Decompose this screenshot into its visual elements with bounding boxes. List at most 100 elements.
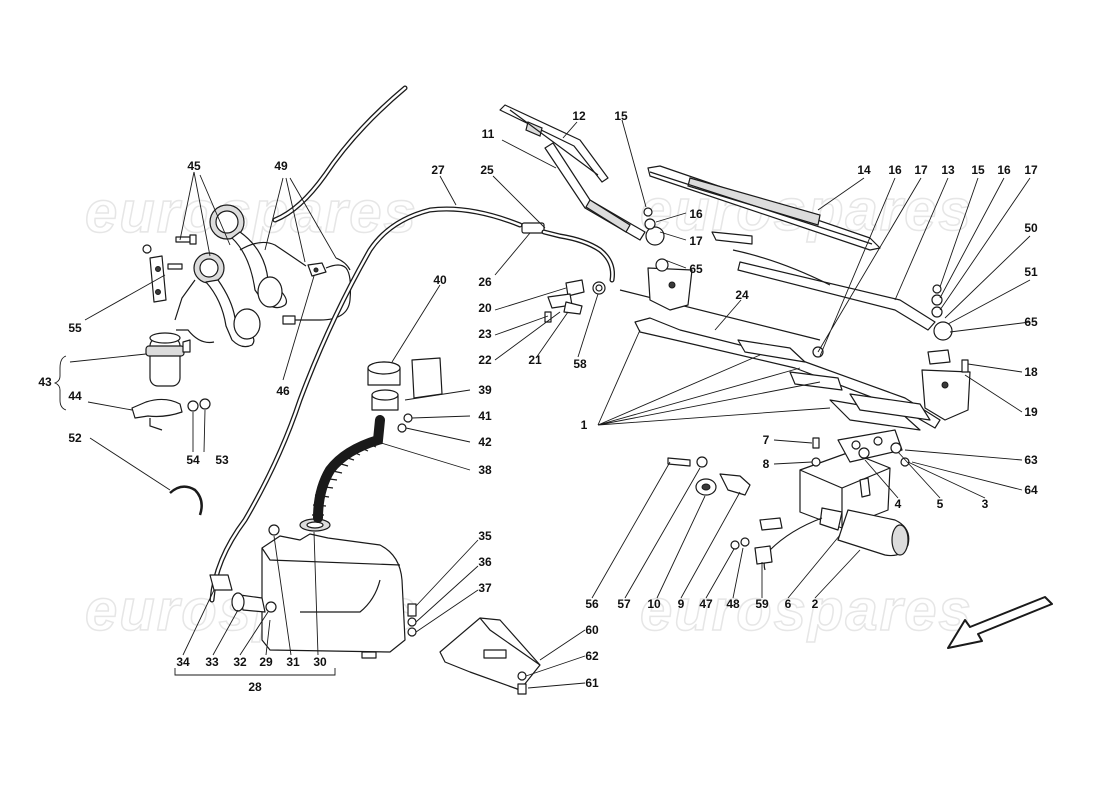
grommet-32 — [265, 601, 277, 613]
label-15-left: 15 — [614, 109, 628, 123]
label-13: 13 — [941, 163, 955, 177]
screw-61 — [517, 683, 527, 695]
screw-45a — [175, 236, 191, 243]
label-46: 46 — [276, 384, 290, 398]
horn-lower — [193, 252, 261, 348]
label-37: 37 — [478, 581, 492, 595]
bolt-56 — [667, 457, 691, 467]
label-51: 51 — [1024, 265, 1038, 279]
label-31: 31 — [286, 655, 300, 669]
washer-41 — [403, 413, 413, 423]
label-64: 64 — [1024, 483, 1038, 497]
connector-59 — [754, 545, 773, 565]
label-32: 32 — [233, 655, 247, 669]
bracket-39 — [411, 357, 443, 399]
leader-lines — [69, 119, 1031, 689]
pivot-left — [643, 207, 693, 311]
label-11: 11 — [482, 127, 495, 141]
label-17-mid: 17 — [914, 163, 928, 177]
label-56: 56 — [585, 597, 599, 611]
washer-16b — [931, 294, 943, 306]
label-28: 28 — [248, 680, 262, 694]
label-3: 3 — [982, 497, 989, 511]
washer-pump-43 — [145, 332, 191, 387]
connector-21 — [563, 301, 583, 315]
label-30: 30 — [313, 655, 327, 669]
label-65-right: 65 — [1024, 315, 1038, 329]
label-61: 61 — [585, 676, 599, 690]
label-57: 57 — [617, 597, 631, 611]
label-8: 8 — [763, 457, 770, 471]
pump-34 — [209, 574, 233, 591]
washer-8 — [811, 457, 821, 467]
label-40: 40 — [433, 273, 447, 287]
screw-45b — [167, 263, 183, 270]
hose-27 — [209, 85, 615, 603]
label-55: 55 — [68, 321, 82, 335]
brace-43 — [53, 355, 67, 411]
wiper-arm-13 — [711, 231, 953, 341]
label-9: 9 — [678, 597, 685, 611]
label-19: 19 — [1024, 405, 1038, 419]
label-38: 38 — [478, 463, 492, 477]
wiper-blade-12 — [499, 104, 609, 183]
watermark-top-left: eurospares — [85, 180, 418, 245]
label-12: 12 — [572, 109, 586, 123]
label-65-left: 65 — [689, 262, 703, 276]
label-20: 20 — [478, 301, 492, 315]
nozzle-20 — [565, 279, 585, 297]
label-22: 22 — [478, 353, 492, 367]
label-10: 10 — [647, 597, 661, 611]
pivot-right — [812, 284, 971, 421]
label-1: 1 — [581, 418, 588, 432]
linkage-24 — [619, 289, 941, 431]
wiper-blade-14 — [647, 165, 881, 251]
front-arrow — [947, 596, 1053, 649]
nut-48 — [740, 537, 750, 547]
label-54: 54 — [186, 453, 200, 467]
clip-52 — [169, 485, 203, 516]
label-21: 21 — [528, 353, 542, 367]
link-plate-a — [737, 339, 806, 363]
motor-bracket-4 — [837, 429, 903, 463]
label-34: 34 — [176, 655, 190, 669]
watermark-bottom-right: eurospares — [640, 578, 973, 643]
label-16-right: 16 — [997, 163, 1011, 177]
label-49: 49 — [274, 159, 288, 173]
label-50: 50 — [1024, 221, 1038, 235]
nut-37 — [407, 627, 417, 637]
washer-53 — [199, 398, 211, 410]
washer-16 — [644, 218, 656, 230]
connector-26 — [521, 222, 545, 234]
horn-upper — [209, 204, 288, 309]
label-15-right: 15 — [971, 163, 985, 177]
label-43: 43 — [38, 375, 52, 389]
wiper-arm-11 — [544, 142, 665, 246]
label-17-left: 17 — [689, 234, 703, 248]
nut-15 — [643, 207, 653, 217]
wiper-motor — [667, 429, 910, 571]
nut-31 — [268, 524, 280, 536]
washer-36 — [407, 617, 417, 627]
label-7: 7 — [763, 433, 770, 447]
label-41: 41 — [478, 409, 492, 423]
label-58: 58 — [573, 357, 587, 371]
bracket-60 — [439, 617, 541, 695]
washer-62 — [517, 671, 527, 681]
bolt-18 — [961, 359, 969, 373]
horn-assembly — [142, 204, 352, 348]
label-59: 59 — [755, 597, 769, 611]
label-29: 29 — [259, 655, 273, 669]
label-47: 47 — [699, 597, 713, 611]
reservoir — [209, 357, 443, 659]
label-16-mid: 16 — [888, 163, 902, 177]
label-18: 18 — [1024, 365, 1038, 379]
washer-57 — [696, 456, 708, 468]
label-4: 4 — [895, 497, 902, 511]
label-42: 42 — [478, 435, 492, 449]
label-52: 52 — [68, 431, 82, 445]
label-14: 14 — [857, 163, 871, 177]
label-5: 5 — [937, 497, 944, 511]
nut-54 — [187, 400, 199, 412]
